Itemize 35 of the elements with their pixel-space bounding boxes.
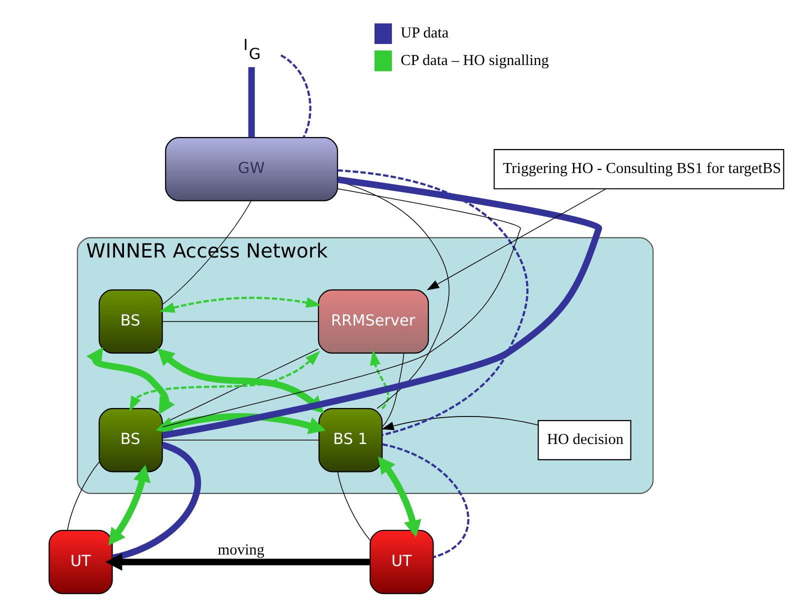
connector bbox=[66, 462, 99, 531]
connector bbox=[161, 188, 520, 428]
connector bbox=[382, 443, 469, 558]
arrow bbox=[155, 413, 326, 434]
legend-label: UP data bbox=[400, 24, 448, 42]
node-box: UT bbox=[369, 530, 434, 594]
arrow bbox=[86, 347, 174, 415]
connector bbox=[162, 321, 318, 322]
node-box: BS 1 bbox=[318, 408, 382, 472]
arrow bbox=[378, 456, 421, 538]
arrow bbox=[104, 553, 370, 571]
connector bbox=[161, 176, 602, 439]
connector bbox=[336, 471, 370, 541]
node-box: Triggering HO - Consulting BS1 for targetBS bbox=[493, 149, 784, 190]
arrow bbox=[369, 350, 389, 410]
node-box: HO decision bbox=[537, 420, 631, 460]
connector bbox=[162, 200, 251, 305]
node-box: RRMServer bbox=[317, 289, 428, 354]
connector bbox=[280, 54, 311, 138]
edge-label: moving bbox=[217, 542, 264, 559]
connector bbox=[337, 169, 528, 436]
arrow bbox=[158, 296, 321, 313]
node-box: UT bbox=[48, 530, 112, 594]
connector bbox=[111, 442, 200, 561]
node-box: BS bbox=[98, 289, 162, 354]
legend-label: CP data – HO signalling bbox=[400, 52, 548, 69]
arrow bbox=[426, 188, 606, 290]
connector bbox=[162, 348, 318, 424]
connector bbox=[381, 352, 404, 428]
arrow bbox=[380, 416, 538, 430]
arrow bbox=[108, 464, 150, 546]
arrow bbox=[128, 350, 320, 412]
connector bbox=[248, 67, 254, 138]
node-box: BS bbox=[98, 408, 162, 472]
node-box: GW bbox=[164, 137, 338, 202]
